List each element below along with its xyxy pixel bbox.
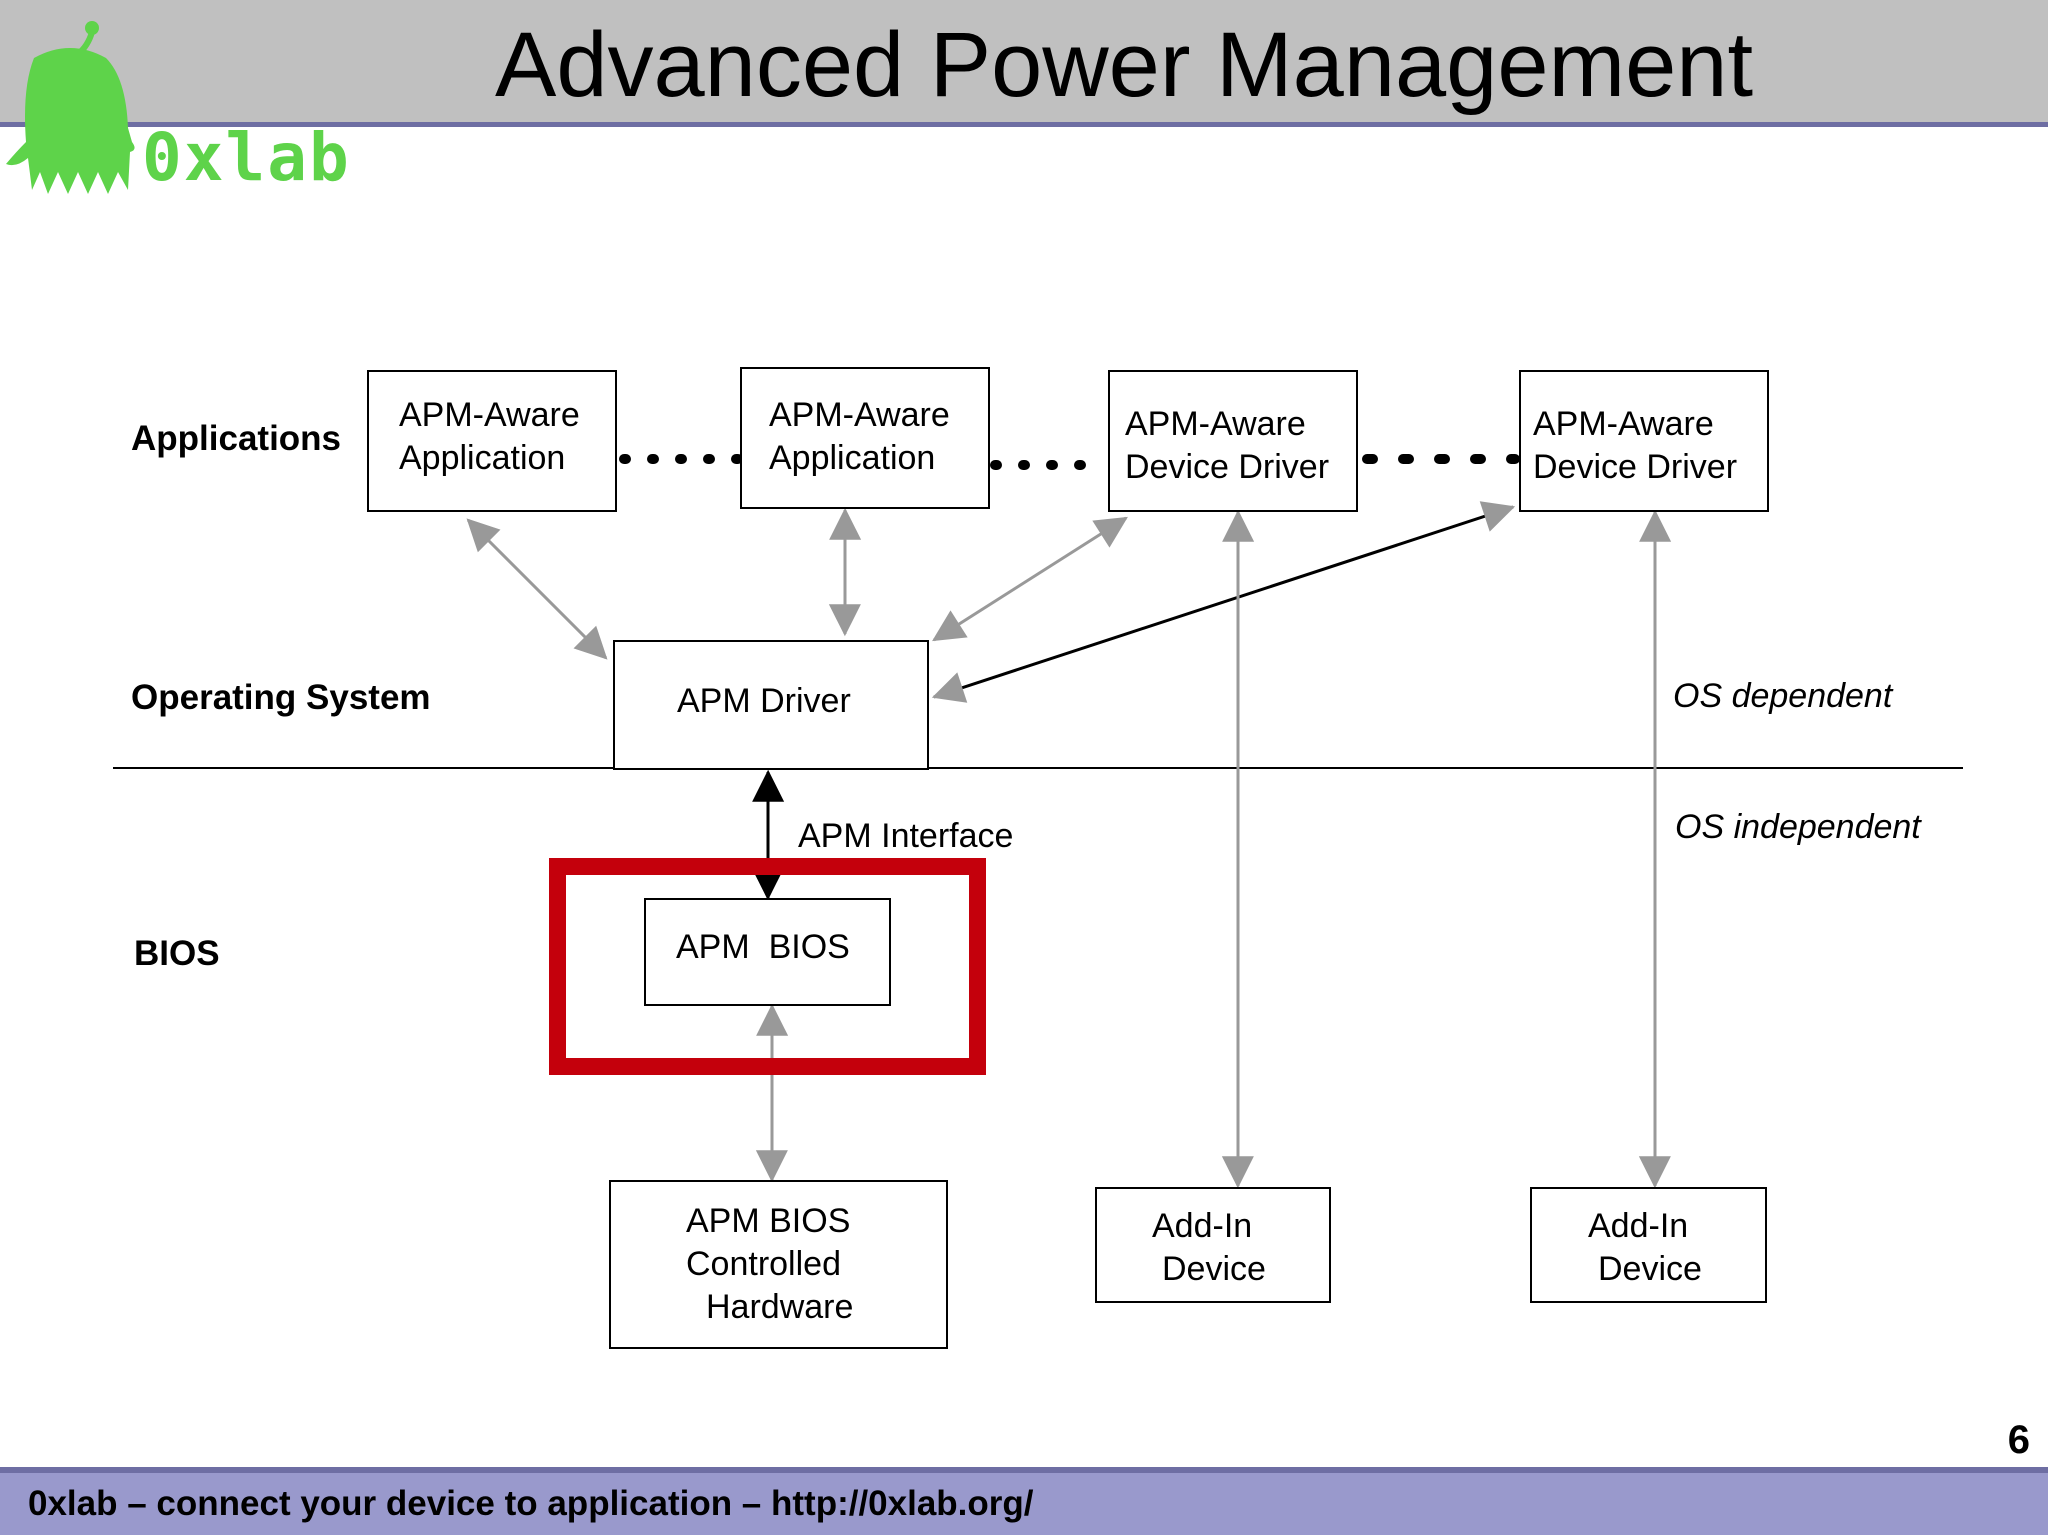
label-apm-interface: APM Interface (798, 817, 1014, 855)
bios-highlight-frame (549, 858, 986, 1075)
title-rule (0, 122, 2048, 127)
footer-rule (0, 1467, 2048, 1473)
footer-text: 0xlab – connect your device to applicati… (28, 1484, 1034, 1523)
arrow-driver1-apmdriver (932, 516, 1128, 642)
arrow-app1-driver (466, 518, 608, 660)
label-os-independent: OS independent (1675, 808, 1921, 846)
label-os-dependent: OS dependent (1673, 677, 1893, 715)
arrow-driver2-apmdriver (931, 501, 1516, 703)
slide-title: Advanced Power Management (494, 14, 1754, 116)
logo-wordmark: 0xlab (142, 119, 351, 196)
title-bar (0, 0, 2048, 122)
layer-label-bios: BIOS (134, 934, 220, 973)
footer-bar: 0xlab – connect your device to applicati… (0, 1473, 2048, 1535)
ghost-mascot-icon (6, 21, 135, 194)
box-apm-bios: APM BIOS (644, 898, 891, 1006)
layer-label-applications: Applications (131, 419, 342, 458)
page-number: 6 (2007, 1418, 2030, 1462)
box-apm-driver: APM Driver (613, 640, 929, 770)
layer-label-operating-system: Operating System (131, 678, 431, 717)
